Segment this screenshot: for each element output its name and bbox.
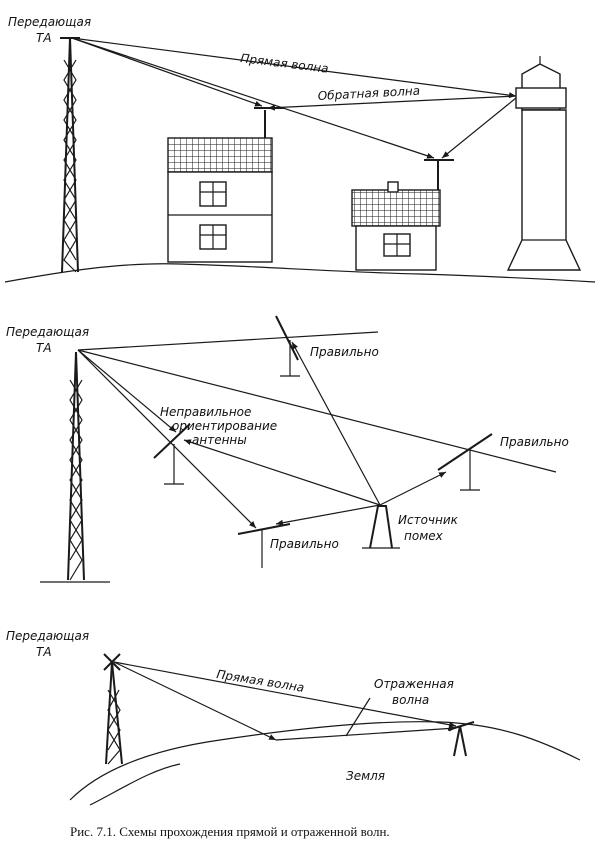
water-tower (506, 56, 582, 271)
transmitter-tower (60, 37, 80, 273)
correct-label-top: Правильно (310, 345, 379, 359)
direct-wave-to-house1 (71, 37, 263, 107)
direct-wave-label: Прямая волна (216, 667, 306, 695)
wrong-orientation-line3: антенны (192, 433, 247, 447)
figure-caption: Рис. 7.1. Схемы прохождения прямой и отр… (70, 824, 390, 839)
ground-curve (69, 721, 581, 801)
reflected-leader (345, 697, 371, 737)
transmitter-label-line2: ТА (36, 341, 52, 355)
antenna-top-correct (275, 315, 300, 377)
figure-3: Передающая ТА Прямая волна Отраженная во… (6, 629, 581, 806)
interference-to-wrong (183, 439, 381, 506)
transmitter-label-line1: Передающая (6, 629, 89, 643)
transmitter-label-line2: ТА (36, 645, 52, 659)
transmitter-label-line2: ТА (36, 31, 52, 45)
interference-to-right (379, 471, 447, 506)
reverse-wave-label: Обратная волна (317, 84, 420, 103)
wrong-orientation-line2: ориентирование (172, 419, 277, 433)
line-to-antenna-right (77, 349, 557, 473)
transmitter-label-line1: Передающая (6, 325, 89, 339)
direct-wave-line (71, 37, 517, 99)
figure-2: Передающая ТА (6, 315, 569, 583)
line-to-antenna-top (77, 331, 379, 351)
correct-label-right: Правильно (500, 435, 569, 449)
correct-label-bottom: Правильно (270, 537, 339, 551)
transmitter-label-line1: Передающая (8, 15, 91, 29)
line-to-wrong-antenna (77, 349, 177, 433)
reflected-to-house2 (441, 97, 517, 159)
receiver-antenna (447, 721, 475, 757)
direct-wave-label: Прямая волна (240, 51, 330, 76)
interference-to-top (291, 341, 381, 506)
direct-wave-line (113, 661, 457, 728)
antenna-wrong (153, 423, 191, 485)
transmitter-tower (67, 351, 85, 581)
house-large (167, 107, 284, 263)
interference-to-bottom (275, 504, 381, 526)
reflected-wave-line (275, 725, 457, 741)
ground-line (4, 263, 596, 283)
line-to-antenna-bottom (77, 349, 257, 529)
ground-label: Земля (346, 769, 385, 783)
antenna-right-correct (437, 433, 493, 491)
interference-label-line2: помех (404, 529, 444, 543)
antenna-bottom-correct (237, 523, 291, 568)
wave-to-ground (113, 661, 277, 741)
wrong-orientation-line1: Неправильное (160, 405, 251, 419)
reverse-wave-line (267, 95, 517, 111)
reflected-wave-label-line2: волна (392, 693, 429, 707)
interference-source (362, 505, 400, 549)
interference-label-line1: Источник (398, 513, 459, 527)
house-small (351, 159, 454, 271)
direct-wave-to-house2 (71, 37, 435, 159)
transmitter-tower (103, 653, 123, 765)
figure-1: Передающая ТА (4, 15, 596, 283)
reflected-wave-label-line1: Отраженная (374, 677, 454, 691)
